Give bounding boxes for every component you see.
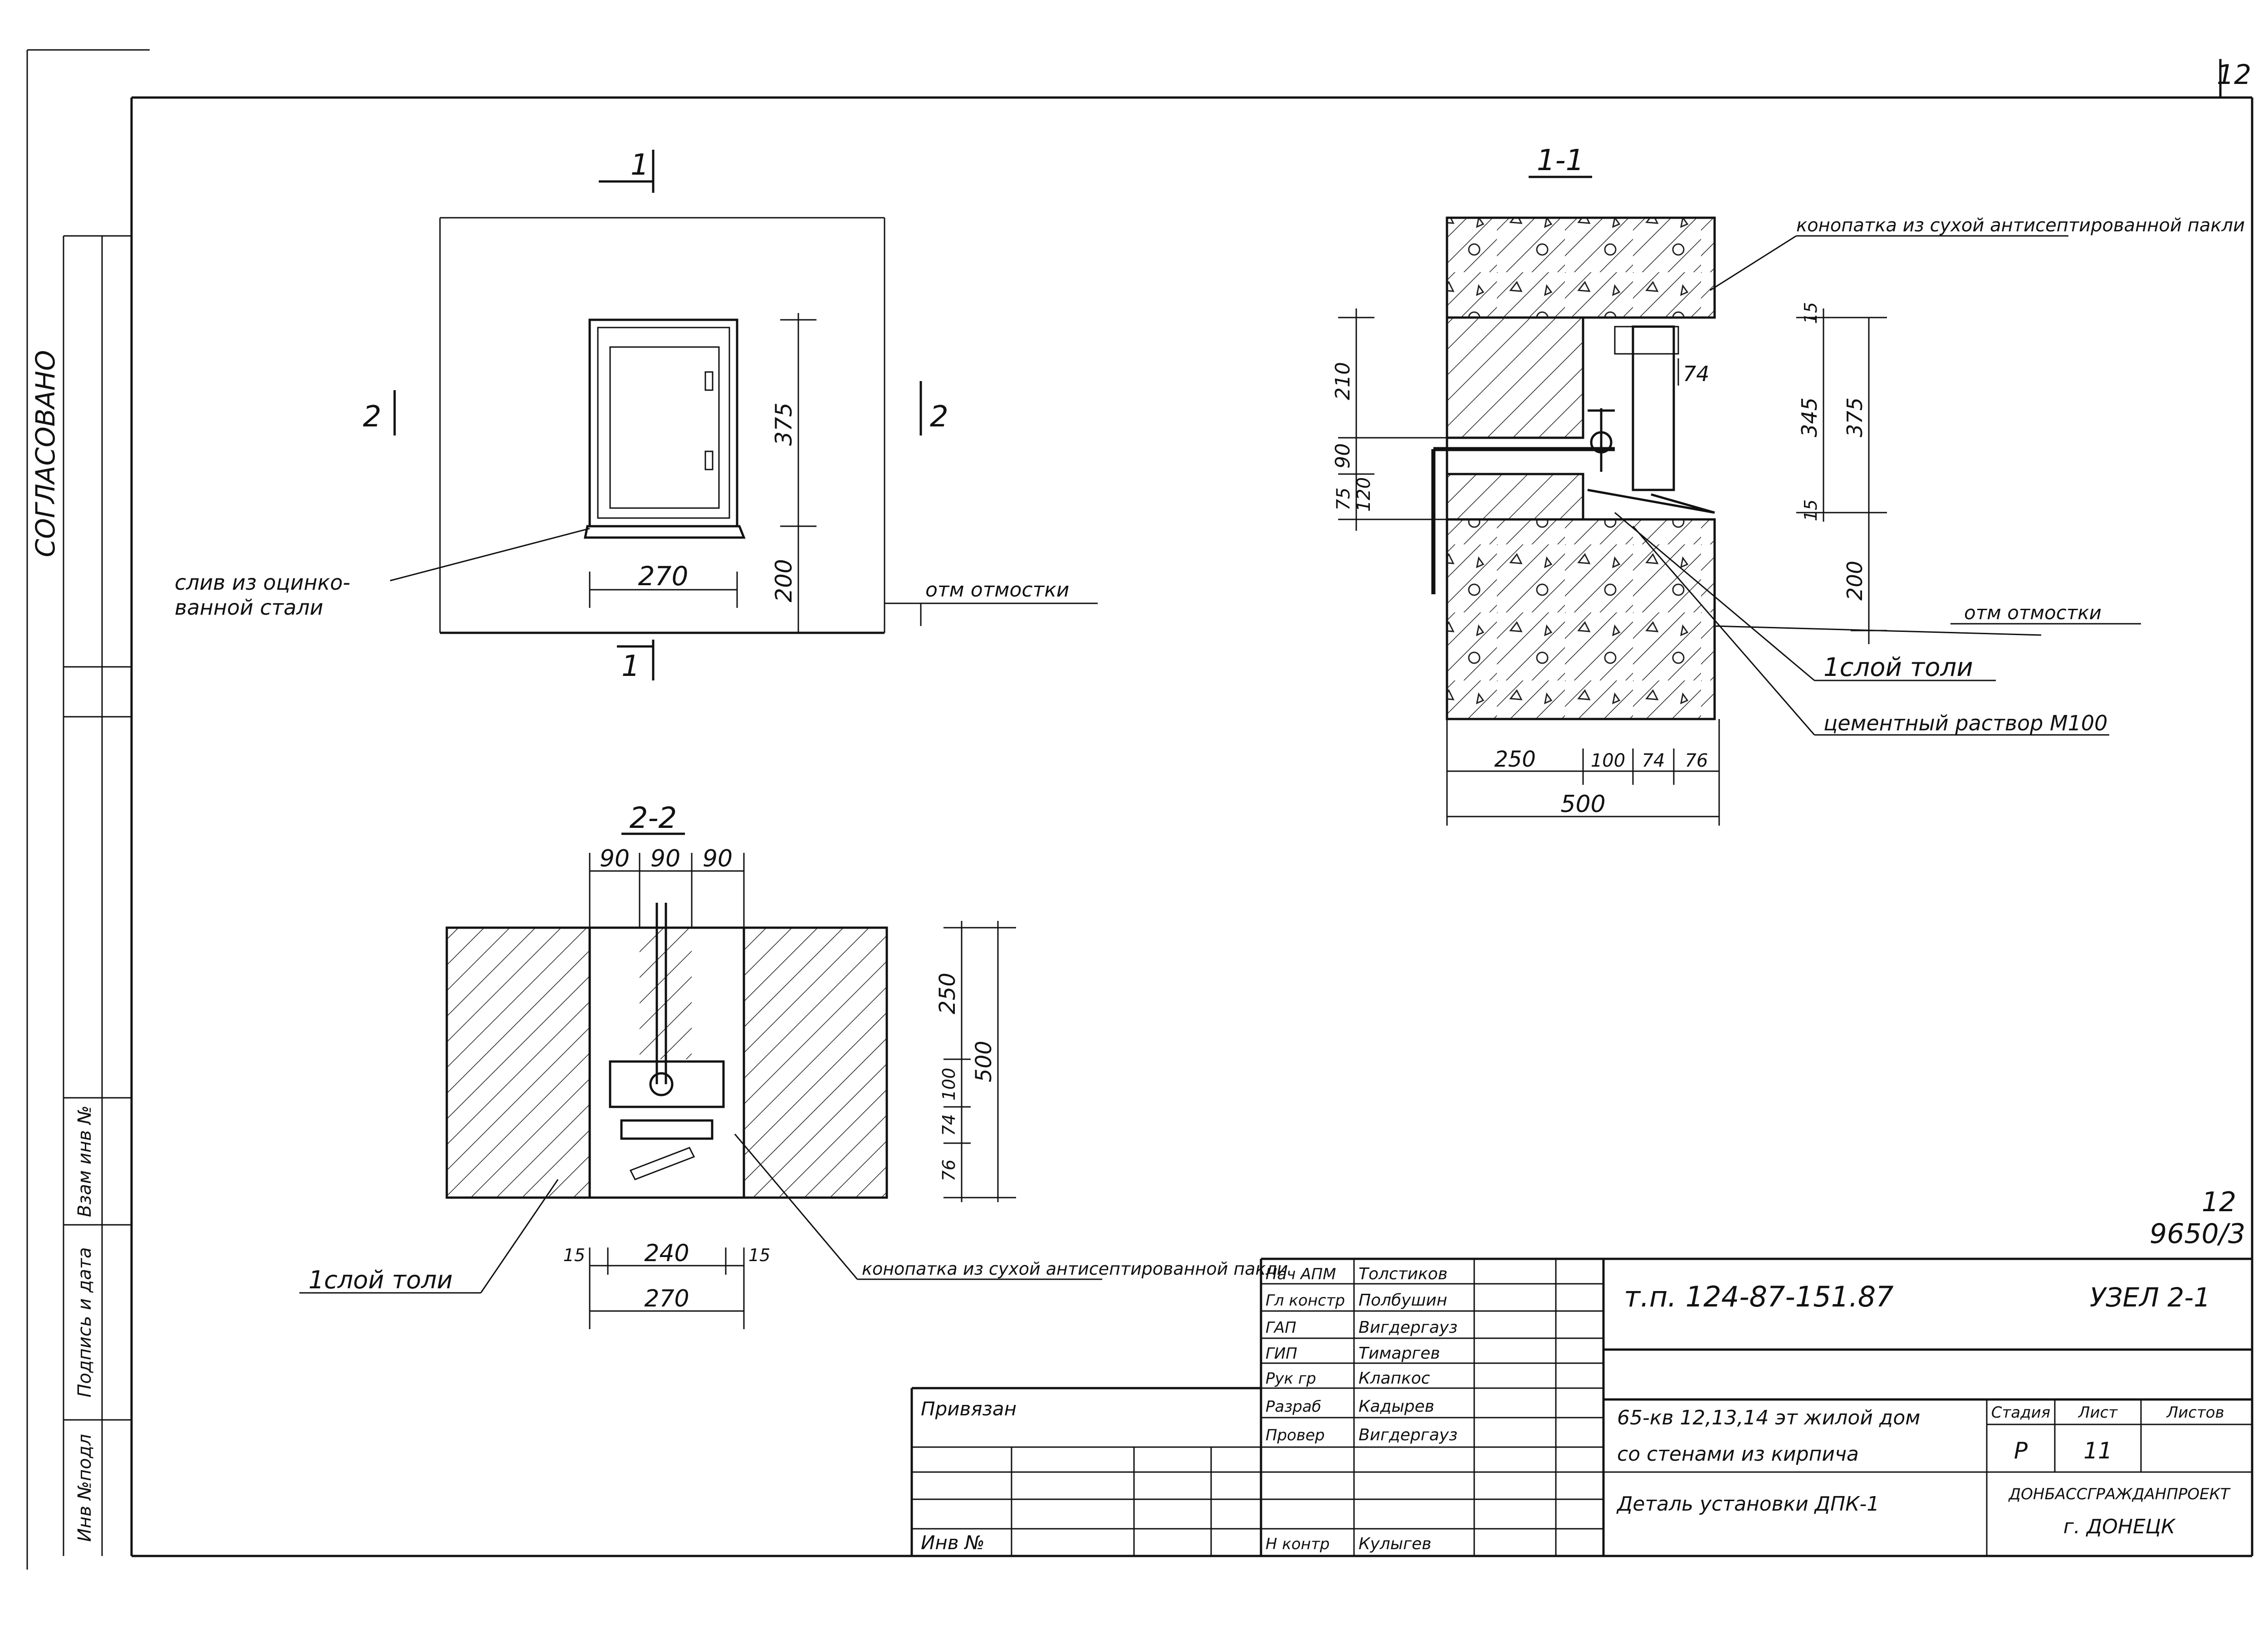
- staff-role: Разраб: [1266, 1398, 1321, 1416]
- dim-left-75: 75: [1333, 488, 1354, 511]
- norm-control-role: Н контр: [1266, 1535, 1330, 1553]
- title-block: [910, 1257, 2252, 1556]
- sheet-ref-2: 9650/3: [2150, 1218, 2245, 1250]
- node-label: УЗЕЛ 2-1: [2090, 1282, 2210, 1313]
- dim-base-200: 200: [771, 559, 797, 602]
- note-roofing-2: 1слой толи: [308, 1266, 453, 1294]
- stage-value: Р: [2014, 1438, 2028, 1464]
- dim-width-270: 270: [638, 561, 689, 592]
- section-1-1: [1338, 176, 2141, 826]
- dim-left-210: 210: [1331, 362, 1354, 400]
- staff-name: Кадырев: [1359, 1397, 1434, 1416]
- section-2-2-title: 2-2: [630, 802, 677, 835]
- stamp-sign-label: Подпись и дата: [74, 1247, 95, 1397]
- cut-1-top: 1: [631, 148, 649, 182]
- dim-right-15a: 15: [1801, 302, 1821, 324]
- dim-74-top: 74: [1683, 362, 1710, 386]
- stamp-inv-label: Инв №подл: [74, 1434, 95, 1542]
- elevation-view: [390, 150, 1098, 680]
- staff-role: ГАП: [1266, 1319, 1296, 1337]
- sheet-frame: [26, 49, 2253, 1570]
- note-caulk-2: конопатка из сухой антисептированной пак…: [862, 1259, 1288, 1279]
- dim-left-90: 90: [1331, 443, 1354, 469]
- dim-right-375: 375: [1843, 397, 1867, 437]
- approval-label: СОГЛАСОВАНО: [30, 350, 61, 558]
- cut-1-bottom: 1: [621, 650, 640, 683]
- dim-bottom-15a: 15: [563, 1245, 585, 1265]
- section-2-2: [299, 832, 1102, 1329]
- stamp-replace-label: Взам инв №: [74, 1106, 95, 1217]
- sheet-value: 11: [2083, 1438, 2112, 1464]
- note-drain-1: слив из оцинко-: [175, 570, 350, 595]
- cut-2-left: 2: [363, 400, 381, 434]
- note-mortar: цементный раствор М100: [1823, 711, 2107, 735]
- dim-bottom-15b: 15: [748, 1245, 770, 1265]
- staff-role: Рук гр: [1266, 1370, 1316, 1388]
- dim-height-375: 375: [771, 402, 797, 445]
- cut-2-right: 2: [930, 400, 948, 434]
- dim-bottom-500: 500: [1560, 791, 1605, 818]
- stage-label: Стадия: [1991, 1404, 2050, 1422]
- sheets-label: Листов: [2165, 1404, 2224, 1422]
- drawing-title: Деталь установки ДПК-1: [1616, 1492, 1879, 1516]
- dim-top-90c: 90: [703, 845, 733, 872]
- staff-name: Полбушин: [1359, 1291, 1447, 1310]
- dim-right-345: 345: [1797, 397, 1822, 437]
- inv-label: Инв №: [921, 1531, 985, 1554]
- staff-name: Толстиков: [1359, 1265, 1447, 1283]
- dim-right-74: 74: [939, 1114, 959, 1136]
- note-grade-elev: отм отмостки: [925, 578, 1069, 602]
- staff-role: Гл констр: [1266, 1292, 1345, 1310]
- dim-right-200: 200: [1843, 561, 1867, 601]
- staff-name: Клапкос: [1359, 1369, 1430, 1388]
- note-grade-1: отм отмостки: [1964, 602, 2102, 624]
- dim-bottom-74: 74: [1642, 750, 1665, 771]
- dim-right-15b: 15: [1801, 499, 1821, 521]
- norm-control-name: Кулыгев: [1359, 1535, 1432, 1553]
- org-name: ДОНБАССГРАЖДАНПРОЕКТ: [2008, 1485, 2231, 1503]
- bound-label: Привязан: [921, 1398, 1017, 1420]
- dim-bottom-250: 250: [1494, 747, 1536, 772]
- dim-bottom-240: 240: [644, 1240, 689, 1267]
- page-number: 12: [2217, 59, 2251, 91]
- dim-top-90a: 90: [600, 845, 630, 872]
- project-line2: со стенами из кирпича: [1617, 1443, 1859, 1466]
- project-line1: 65-кв 12,13,14 эт жилой дом: [1617, 1406, 1920, 1429]
- doc-code: т.п. 124-87-151.87: [1624, 1280, 1894, 1313]
- dim-right-250: 250: [935, 973, 960, 1014]
- staff-name: Вигдергауз: [1359, 1318, 1457, 1337]
- staff-name: Тимаргев: [1359, 1344, 1440, 1363]
- dim-right-76: 76: [939, 1159, 959, 1181]
- note-drain-2: ванной стали: [175, 595, 323, 620]
- section-1-1-title: 1-1: [1537, 144, 1584, 177]
- org-city: г. ДОНЕЦК: [2063, 1515, 2176, 1538]
- dim-right-500: 500: [971, 1041, 997, 1082]
- dim-left-120: 120: [1354, 477, 1374, 512]
- side-stamp: [63, 235, 132, 1556]
- dim-bottom-100: 100: [1591, 750, 1625, 771]
- staff-role: Провер: [1266, 1426, 1325, 1444]
- staff-list: Нач АПМ Толстиков Гл констр Полбушин ГАП…: [1266, 1265, 1457, 1553]
- dim-top-90b: 90: [650, 845, 680, 872]
- dim-bottom-270: 270: [644, 1285, 689, 1312]
- dim-right-100: 100: [939, 1068, 959, 1101]
- note-roofing-1: 1слой толи: [1823, 653, 1973, 682]
- staff-role: ГИП: [1266, 1345, 1297, 1363]
- note-caulk-1: конопатка из сухой антисептированной пак…: [1796, 215, 2245, 236]
- sheet-label: Лист: [2077, 1404, 2118, 1422]
- staff-role: Нач АПМ: [1266, 1265, 1336, 1283]
- dim-bottom-76: 76: [1685, 750, 1708, 771]
- sheet-ref-1: 12: [2202, 1186, 2236, 1218]
- staff-name: Вигдергауз: [1359, 1426, 1457, 1444]
